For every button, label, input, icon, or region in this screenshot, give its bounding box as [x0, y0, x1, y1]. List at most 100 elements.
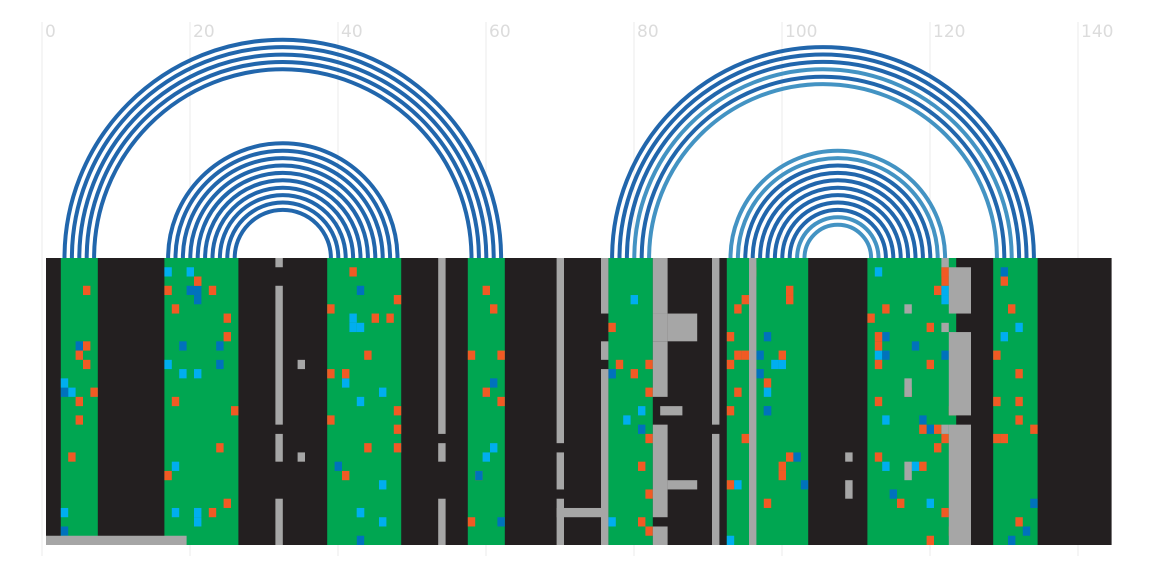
mutation-cell — [342, 369, 350, 379]
mutation-cell — [393, 424, 402, 434]
gray-segment — [941, 258, 949, 268]
arc-helix-1-pair-1 — [62, 37, 504, 259]
gray-segment — [652, 424, 668, 518]
arc-helix-2-pair-7 — [210, 185, 356, 259]
gray-segment — [652, 258, 668, 314]
mutation-cell — [874, 332, 883, 342]
mutation-cell — [882, 415, 890, 425]
mutation-cell — [171, 507, 180, 518]
stem-column-helix-2-right — [327, 258, 402, 545]
mutation-cell — [75, 415, 83, 425]
mutation-cell — [778, 350, 786, 360]
mutation-cell — [882, 332, 890, 342]
gray-segment — [556, 507, 601, 518]
mutation-cell — [638, 517, 646, 527]
arc-helix-3-pair-4 — [632, 67, 1014, 259]
mutation-cell — [763, 387, 772, 397]
mutation-cell — [497, 350, 505, 360]
mutation-cell — [734, 350, 742, 360]
mutation-cell — [741, 350, 749, 360]
mutation-cell — [763, 378, 772, 388]
gray-segment — [275, 498, 283, 545]
mutation-cell — [1000, 433, 1008, 444]
helix-arcs — [62, 37, 1036, 259]
gray-segment — [904, 304, 912, 314]
mutation-cell — [874, 359, 883, 370]
mutation-cell — [1008, 304, 1016, 314]
arc-helix-1-pair-5 — [92, 67, 474, 259]
gray-segment — [845, 480, 853, 499]
arc-helix-4-pair-11 — [802, 222, 874, 259]
mutation-cell — [608, 322, 616, 333]
gray-segment — [556, 498, 564, 545]
mutation-cell — [771, 359, 779, 370]
mutation-cell — [1030, 424, 1038, 434]
mutation-cell — [941, 285, 949, 296]
mutation-cell — [630, 295, 638, 305]
gray-segment — [941, 322, 949, 333]
arc-helix-2-pair-6 — [203, 178, 363, 259]
mutation-cell — [482, 387, 490, 397]
mutation-cell — [919, 461, 927, 471]
mutation-cell — [75, 341, 83, 351]
mutation-cell — [83, 359, 91, 370]
mutation-cell — [208, 507, 217, 518]
mutation-cell — [223, 313, 231, 323]
mutation-cell — [60, 378, 69, 388]
mutation-cell — [645, 489, 653, 499]
gray-segment — [660, 406, 683, 416]
mutation-cell — [926, 359, 934, 370]
mutation-cell — [393, 406, 402, 416]
mutation-cell — [327, 369, 335, 379]
arc-helix-2-pair-1 — [166, 141, 400, 259]
mutation-cell — [926, 322, 934, 333]
mutation-cell — [874, 267, 883, 277]
tick-label-20: 20 — [193, 22, 215, 42]
mutation-cell — [638, 424, 646, 434]
arc-helix-4-pair-6 — [765, 185, 911, 259]
mutation-cell — [327, 415, 335, 425]
mutation-cell — [867, 313, 875, 323]
mutation-cell — [734, 387, 742, 397]
mutation-cell — [475, 470, 483, 481]
arc-helix-4-pair-5 — [758, 178, 918, 259]
arc-helix-4-pair-3 — [743, 163, 933, 259]
mutation-cell — [60, 387, 69, 397]
mutation-cell — [194, 276, 202, 286]
arc-helix-2-pair-8 — [217, 193, 348, 259]
gray-segment — [556, 258, 564, 444]
mutation-cell — [734, 304, 742, 314]
mutation-cell — [164, 285, 172, 296]
mutation-cell — [993, 350, 1001, 360]
mutation-cell — [327, 304, 335, 314]
gray-segment — [749, 258, 757, 545]
mutation-cell — [364, 350, 372, 360]
mutation-cell — [638, 406, 646, 416]
mutation-cell — [645, 526, 653, 536]
mutation-cell — [726, 480, 735, 490]
mutation-cell — [882, 304, 890, 314]
mutation-cell — [778, 461, 786, 471]
mutation-cell — [490, 443, 498, 453]
mutation-cell — [608, 369, 616, 379]
arc-helix-3-pair-1 — [610, 45, 1036, 259]
mutation-cell — [490, 304, 498, 314]
mutation-cell — [393, 295, 402, 305]
mutation-cell — [919, 415, 927, 425]
mutation-cell — [1015, 396, 1023, 407]
arc-helix-1-pair-3 — [77, 52, 489, 259]
mutation-cell — [179, 369, 187, 379]
mutation-cell — [171, 304, 180, 314]
mutation-cell — [874, 350, 883, 360]
mutation-cell — [778, 470, 786, 481]
gray-segment — [297, 359, 305, 370]
mutation-cell — [223, 498, 231, 508]
mutation-cell — [934, 424, 942, 434]
mutation-cell — [919, 424, 927, 434]
mutation-cell — [208, 285, 217, 296]
mutation-cell — [756, 350, 764, 360]
gray-segment — [601, 258, 609, 314]
arc-helix-4-pair-9 — [787, 207, 888, 259]
